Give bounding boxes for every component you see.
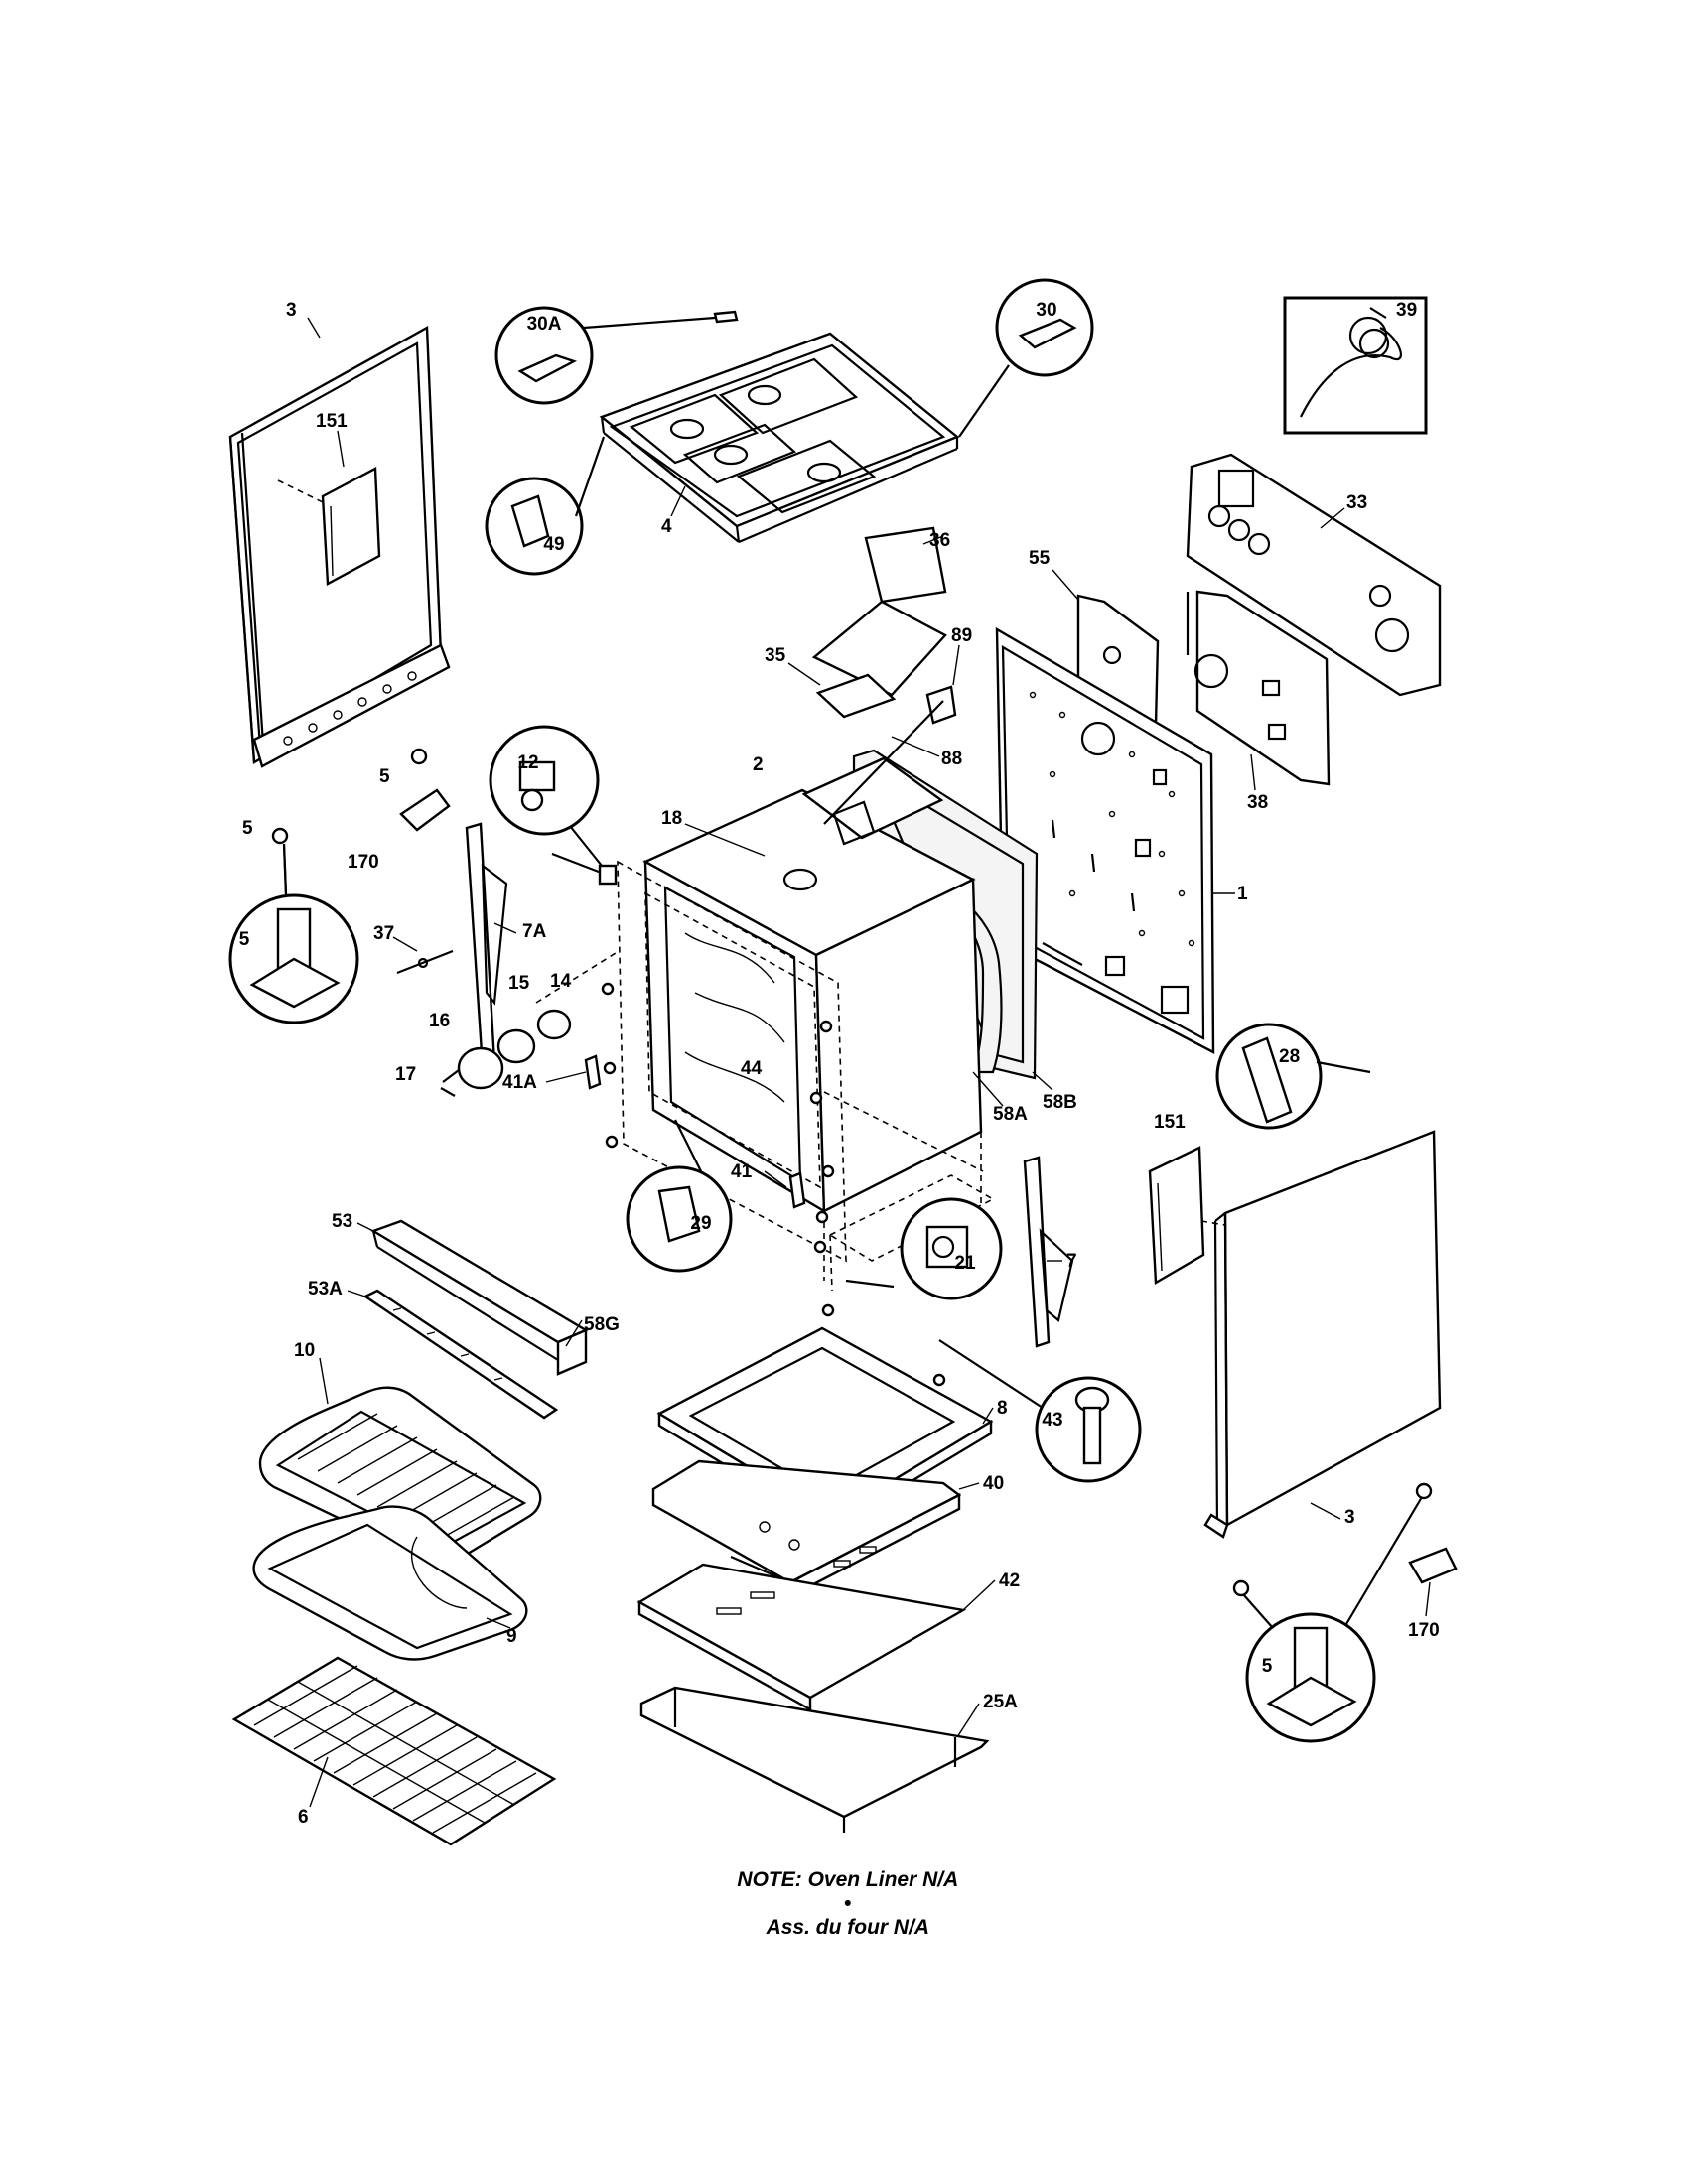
callout-5-left bbox=[228, 843, 359, 1024]
label-5-b: 5 bbox=[242, 818, 253, 839]
label-38: 38 bbox=[1247, 792, 1268, 813]
label-12: 12 bbox=[517, 752, 538, 773]
broiler-part-53 bbox=[370, 1219, 589, 1376]
label-36: 36 bbox=[929, 530, 950, 551]
callout-5-right bbox=[1242, 1496, 1423, 1743]
screws-frame bbox=[601, 982, 835, 1254]
callout-43 bbox=[938, 1339, 1142, 1483]
oven-body bbox=[642, 756, 984, 1281]
label-7: 7 bbox=[1066, 1251, 1077, 1272]
label-5-callout-left: 5 bbox=[239, 929, 250, 950]
label-89: 89 bbox=[951, 625, 972, 646]
broiler-pan-9 bbox=[252, 1505, 528, 1661]
label-55: 55 bbox=[1029, 548, 1051, 569]
clip-170-left bbox=[399, 788, 451, 832]
label-4: 4 bbox=[661, 516, 672, 537]
label-58B: 58B bbox=[1043, 1092, 1077, 1113]
label-28: 28 bbox=[1279, 1046, 1300, 1067]
duct-36-35 bbox=[811, 526, 947, 719]
label-41: 41 bbox=[731, 1161, 753, 1182]
clips-41-41A bbox=[584, 1054, 806, 1209]
label-1: 1 bbox=[1237, 884, 1248, 904]
thermostat-12 bbox=[551, 852, 618, 886]
callout-29 bbox=[626, 1119, 733, 1273]
label-88: 88 bbox=[941, 749, 962, 769]
label-35: 35 bbox=[765, 645, 786, 666]
label-18: 18 bbox=[661, 808, 682, 829]
label-14: 14 bbox=[550, 971, 572, 992]
label-44: 44 bbox=[741, 1058, 763, 1079]
callout-39-box bbox=[1283, 296, 1428, 435]
label-53A: 53A bbox=[308, 1279, 343, 1299]
label-15: 15 bbox=[508, 973, 530, 994]
label-58G: 58G bbox=[584, 1314, 620, 1335]
label-25A: 25A bbox=[983, 1692, 1018, 1712]
label-3-right: 3 bbox=[1344, 1507, 1355, 1528]
label-5-a: 5 bbox=[379, 766, 390, 787]
footnote-separator: • bbox=[844, 1892, 852, 1915]
hinge-7A bbox=[465, 822, 508, 1070]
label-58A: 58A bbox=[993, 1104, 1028, 1125]
broiler-part-53A bbox=[362, 1289, 559, 1420]
footnote-french: Ass. du four N/A bbox=[766, 1916, 930, 1939]
diagram-footnote: NOTE: Oven Liner N/A • Ass. du four N/A bbox=[0, 1844, 1684, 1940]
backguard-panel bbox=[1186, 453, 1442, 697]
hinge-7 bbox=[1023, 1156, 1074, 1348]
label-6: 6 bbox=[298, 1807, 309, 1828]
right-side-panel bbox=[1148, 1130, 1442, 1539]
callout-30A bbox=[494, 306, 739, 405]
label-151-right: 151 bbox=[1154, 1112, 1186, 1133]
oven-front-frame bbox=[617, 860, 847, 1263]
lower-frame bbox=[828, 1174, 995, 1292]
callout-28 bbox=[1215, 1023, 1371, 1130]
leveling-screws bbox=[271, 748, 1433, 1597]
footnote-english: NOTE: Oven Liner N/A bbox=[737, 1868, 959, 1891]
label-53: 53 bbox=[332, 1211, 352, 1232]
label-170-right: 170 bbox=[1408, 1620, 1440, 1641]
drawer-panel-42 bbox=[636, 1563, 967, 1712]
label-17: 17 bbox=[395, 1064, 416, 1085]
label-42: 42 bbox=[999, 1570, 1020, 1591]
label-170-left: 170 bbox=[348, 852, 379, 873]
label-7A: 7A bbox=[522, 921, 547, 942]
callout-49 bbox=[485, 436, 606, 576]
label-49: 49 bbox=[543, 534, 564, 555]
label-30A: 30A bbox=[527, 314, 562, 335]
left-side-panel bbox=[228, 326, 451, 768]
drawer-bottom-25A bbox=[639, 1686, 990, 1833]
label-21: 21 bbox=[954, 1253, 976, 1274]
wire-connector-89 bbox=[823, 685, 957, 825]
callout-30 bbox=[958, 278, 1094, 438]
label-3-left: 3 bbox=[286, 300, 297, 321]
label-39: 39 bbox=[1396, 300, 1417, 321]
label-30: 30 bbox=[1036, 300, 1056, 321]
label-43: 43 bbox=[1042, 1410, 1062, 1431]
clip-170-right bbox=[1408, 1547, 1458, 1584]
callout-12 bbox=[489, 725, 603, 867]
label-151-left: 151 bbox=[316, 411, 348, 432]
callout-21 bbox=[900, 1197, 1003, 1300]
label-8: 8 bbox=[997, 1398, 1008, 1419]
label-16: 16 bbox=[429, 1011, 450, 1031]
label-9: 9 bbox=[506, 1626, 517, 1647]
cooktop-panel bbox=[599, 332, 960, 544]
light-assembly bbox=[396, 949, 617, 1097]
label-33: 33 bbox=[1346, 492, 1367, 513]
oven-rack-6 bbox=[231, 1656, 557, 1846]
label-29: 29 bbox=[690, 1213, 711, 1234]
rear-panel-38 bbox=[1186, 590, 1331, 786]
label-5-callout-right: 5 bbox=[1262, 1656, 1273, 1677]
label-40: 40 bbox=[983, 1473, 1004, 1494]
label-10: 10 bbox=[294, 1340, 315, 1361]
part-labels: 3 151 30A 30 39 49 4 33 36 55 89 35 88 3… bbox=[239, 300, 1440, 1828]
label-2: 2 bbox=[753, 754, 764, 775]
label-37: 37 bbox=[373, 923, 394, 944]
label-41A: 41A bbox=[502, 1072, 537, 1093]
leader-lines bbox=[307, 317, 1431, 1808]
